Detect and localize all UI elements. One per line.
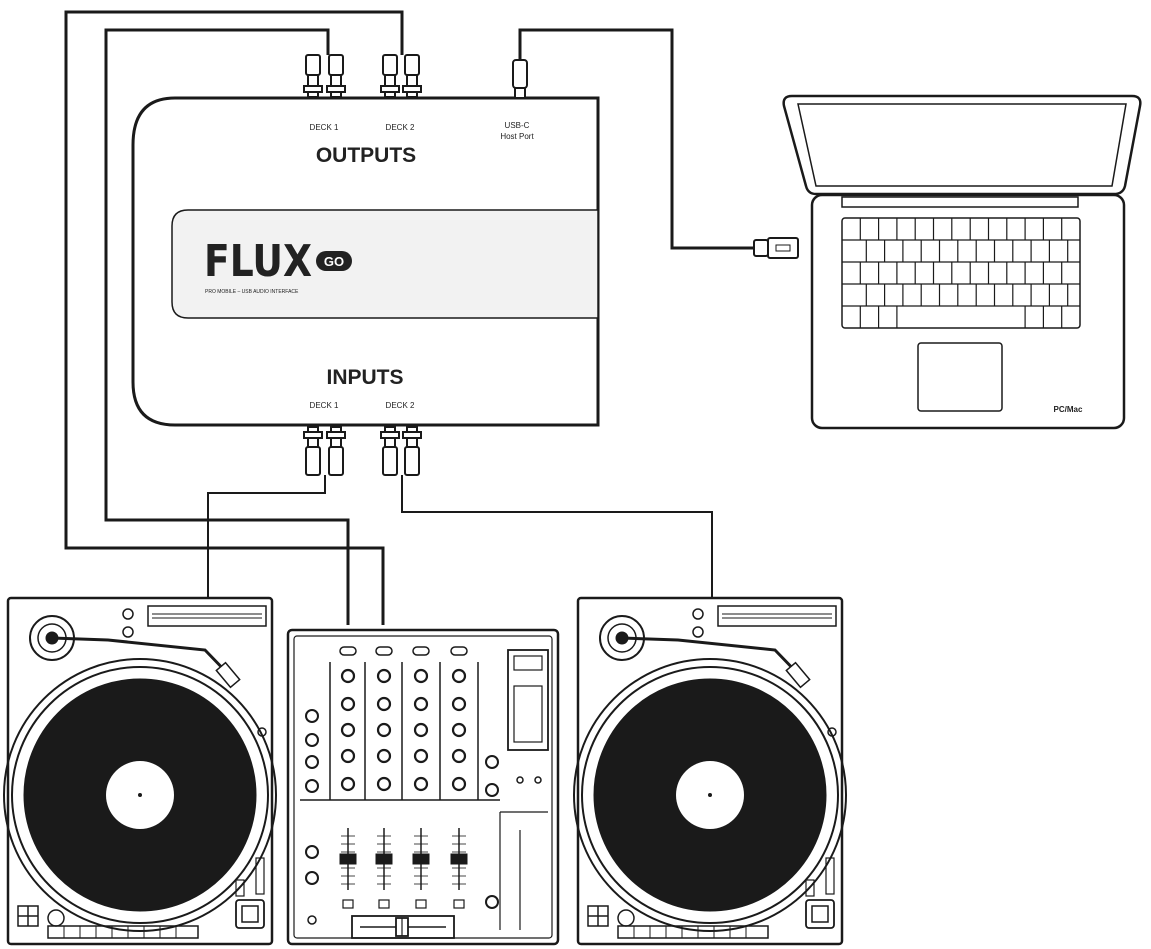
- input-deck1-label: DECK 1: [310, 401, 339, 410]
- inputs-title: INPUTS: [326, 366, 403, 389]
- mixer-knob: [451, 722, 467, 738]
- output-deck2-rca-plugs: [380, 54, 422, 98]
- cable-output-deck2: [64, 10, 404, 625]
- mixer-side-knobs: [305, 709, 319, 925]
- laptop-screen: [782, 94, 1142, 196]
- mixer-knob: [413, 722, 429, 738]
- input-deck2-label: DECK 2: [386, 401, 415, 410]
- mixer-knob: [376, 722, 392, 738]
- cable-input-deck1: [207, 475, 326, 600]
- cable-output-deck1: [104, 28, 350, 625]
- mixer-knob: [413, 748, 429, 764]
- mixer-cue-button: [453, 899, 465, 909]
- mixer-knob: [376, 748, 392, 764]
- mixer-fader-cap: [450, 853, 468, 865]
- output-deck1-label: DECK 1: [310, 123, 339, 132]
- usb-c-plug: [512, 59, 528, 99]
- turntable-right: [573, 596, 847, 946]
- laptop: PC/Mac: [782, 94, 1142, 430]
- input-deck2-rca-plugs: [380, 426, 422, 476]
- laptop-keys: [842, 239, 1080, 307]
- cable-usb: [518, 28, 758, 250]
- mixer-fader-cap: [375, 853, 393, 865]
- usb-a-plug: [753, 237, 799, 259]
- mixer-knob: [451, 668, 467, 684]
- mixer-cue-button: [342, 899, 354, 909]
- turntable-right-platter: [581, 666, 839, 924]
- cables: [64, 10, 758, 625]
- laptop-key-columns: [859, 218, 1069, 328]
- mixer-fader-cap: [339, 853, 357, 865]
- turntable-right-platter-rim: [573, 658, 847, 932]
- input-deck1-rca-plugs: [303, 426, 346, 476]
- laptop-screen-inner: [797, 103, 1127, 187]
- mixer-knob: [340, 748, 356, 764]
- cable-input-deck2: [401, 475, 713, 600]
- laptop-keyboard: [841, 217, 1081, 329]
- outputs-title: OUTPUTS: [316, 144, 416, 167]
- turntable-left-pitch-display: [147, 605, 267, 627]
- mixer-master-knobs: [485, 755, 542, 909]
- mixer-channel-knobs: [339, 646, 468, 792]
- mixer-knob: [376, 696, 392, 712]
- mixer-knob: [451, 776, 467, 792]
- mixer-body: [286, 628, 560, 946]
- dj-mixer: [286, 628, 560, 946]
- turntable-left-platter: [11, 666, 269, 924]
- turntable-left-platter-rim: [3, 658, 277, 932]
- interface-logo-band: [171, 209, 599, 319]
- turntable-left-spindle: [138, 793, 142, 797]
- mixer-display: [507, 649, 549, 751]
- turntable-right-pitch-fader: [805, 899, 835, 929]
- output-deck2-label: DECK 2: [386, 123, 415, 132]
- mixer-cue-button: [378, 899, 390, 909]
- laptop-base: [810, 193, 1126, 430]
- mixer-knob: [451, 748, 467, 764]
- turntable-right-spindle: [708, 793, 712, 797]
- mixer-fader-cap: [412, 853, 430, 865]
- laptop-hinge: [841, 196, 1079, 208]
- laptop-trackpad: [917, 342, 1003, 412]
- usb-port-label-1: USB-C: [505, 121, 530, 130]
- output-deck1-rca-plugs: [303, 54, 346, 98]
- mixer-knob: [376, 776, 392, 792]
- audio-interface: FLUX GO PRO MOBILE – USB AUDIO INTERFACE…: [131, 54, 600, 476]
- turntable-right-pitch-display: [717, 605, 837, 627]
- turntable-right-control-strip: [617, 925, 769, 939]
- mixer-knob: [340, 696, 356, 712]
- mixer-channel-button: [450, 646, 468, 656]
- mixer-channel-button: [339, 646, 357, 656]
- logo-tagline: PRO MOBILE – USB AUDIO INTERFACE: [205, 289, 299, 295]
- mixer-knob: [413, 776, 429, 792]
- usb-port-label-2: Host Port: [500, 132, 534, 141]
- mixer-knob: [340, 668, 356, 684]
- laptop-label: PC/Mac: [1054, 405, 1083, 414]
- mixer-knob: [340, 722, 356, 738]
- logo-text: FLUX: [204, 236, 312, 287]
- mixer-channel-button: [412, 646, 430, 656]
- mixer-knob: [413, 696, 429, 712]
- mixer-channel-dividers: [300, 662, 500, 801]
- mixer-cue-button: [415, 899, 427, 909]
- mixer-knob: [340, 776, 356, 792]
- mixer-knob: [413, 668, 429, 684]
- mixer-channel-faders: [339, 828, 468, 909]
- logo-badge: GO: [324, 254, 344, 269]
- mixer-channel-button: [375, 646, 393, 656]
- mixer-knob: [376, 668, 392, 684]
- turntable-left-control-strip: [47, 925, 199, 939]
- turntable-left-tonearm: [51, 636, 234, 680]
- mixer-knob: [451, 696, 467, 712]
- turntable-right-tonearm: [621, 636, 804, 680]
- logo-badge-shape: [316, 251, 352, 271]
- mixer-crossfader: [351, 915, 455, 939]
- turntable-left-pitch-fader: [235, 899, 265, 929]
- turntable-left: [3, 596, 277, 946]
